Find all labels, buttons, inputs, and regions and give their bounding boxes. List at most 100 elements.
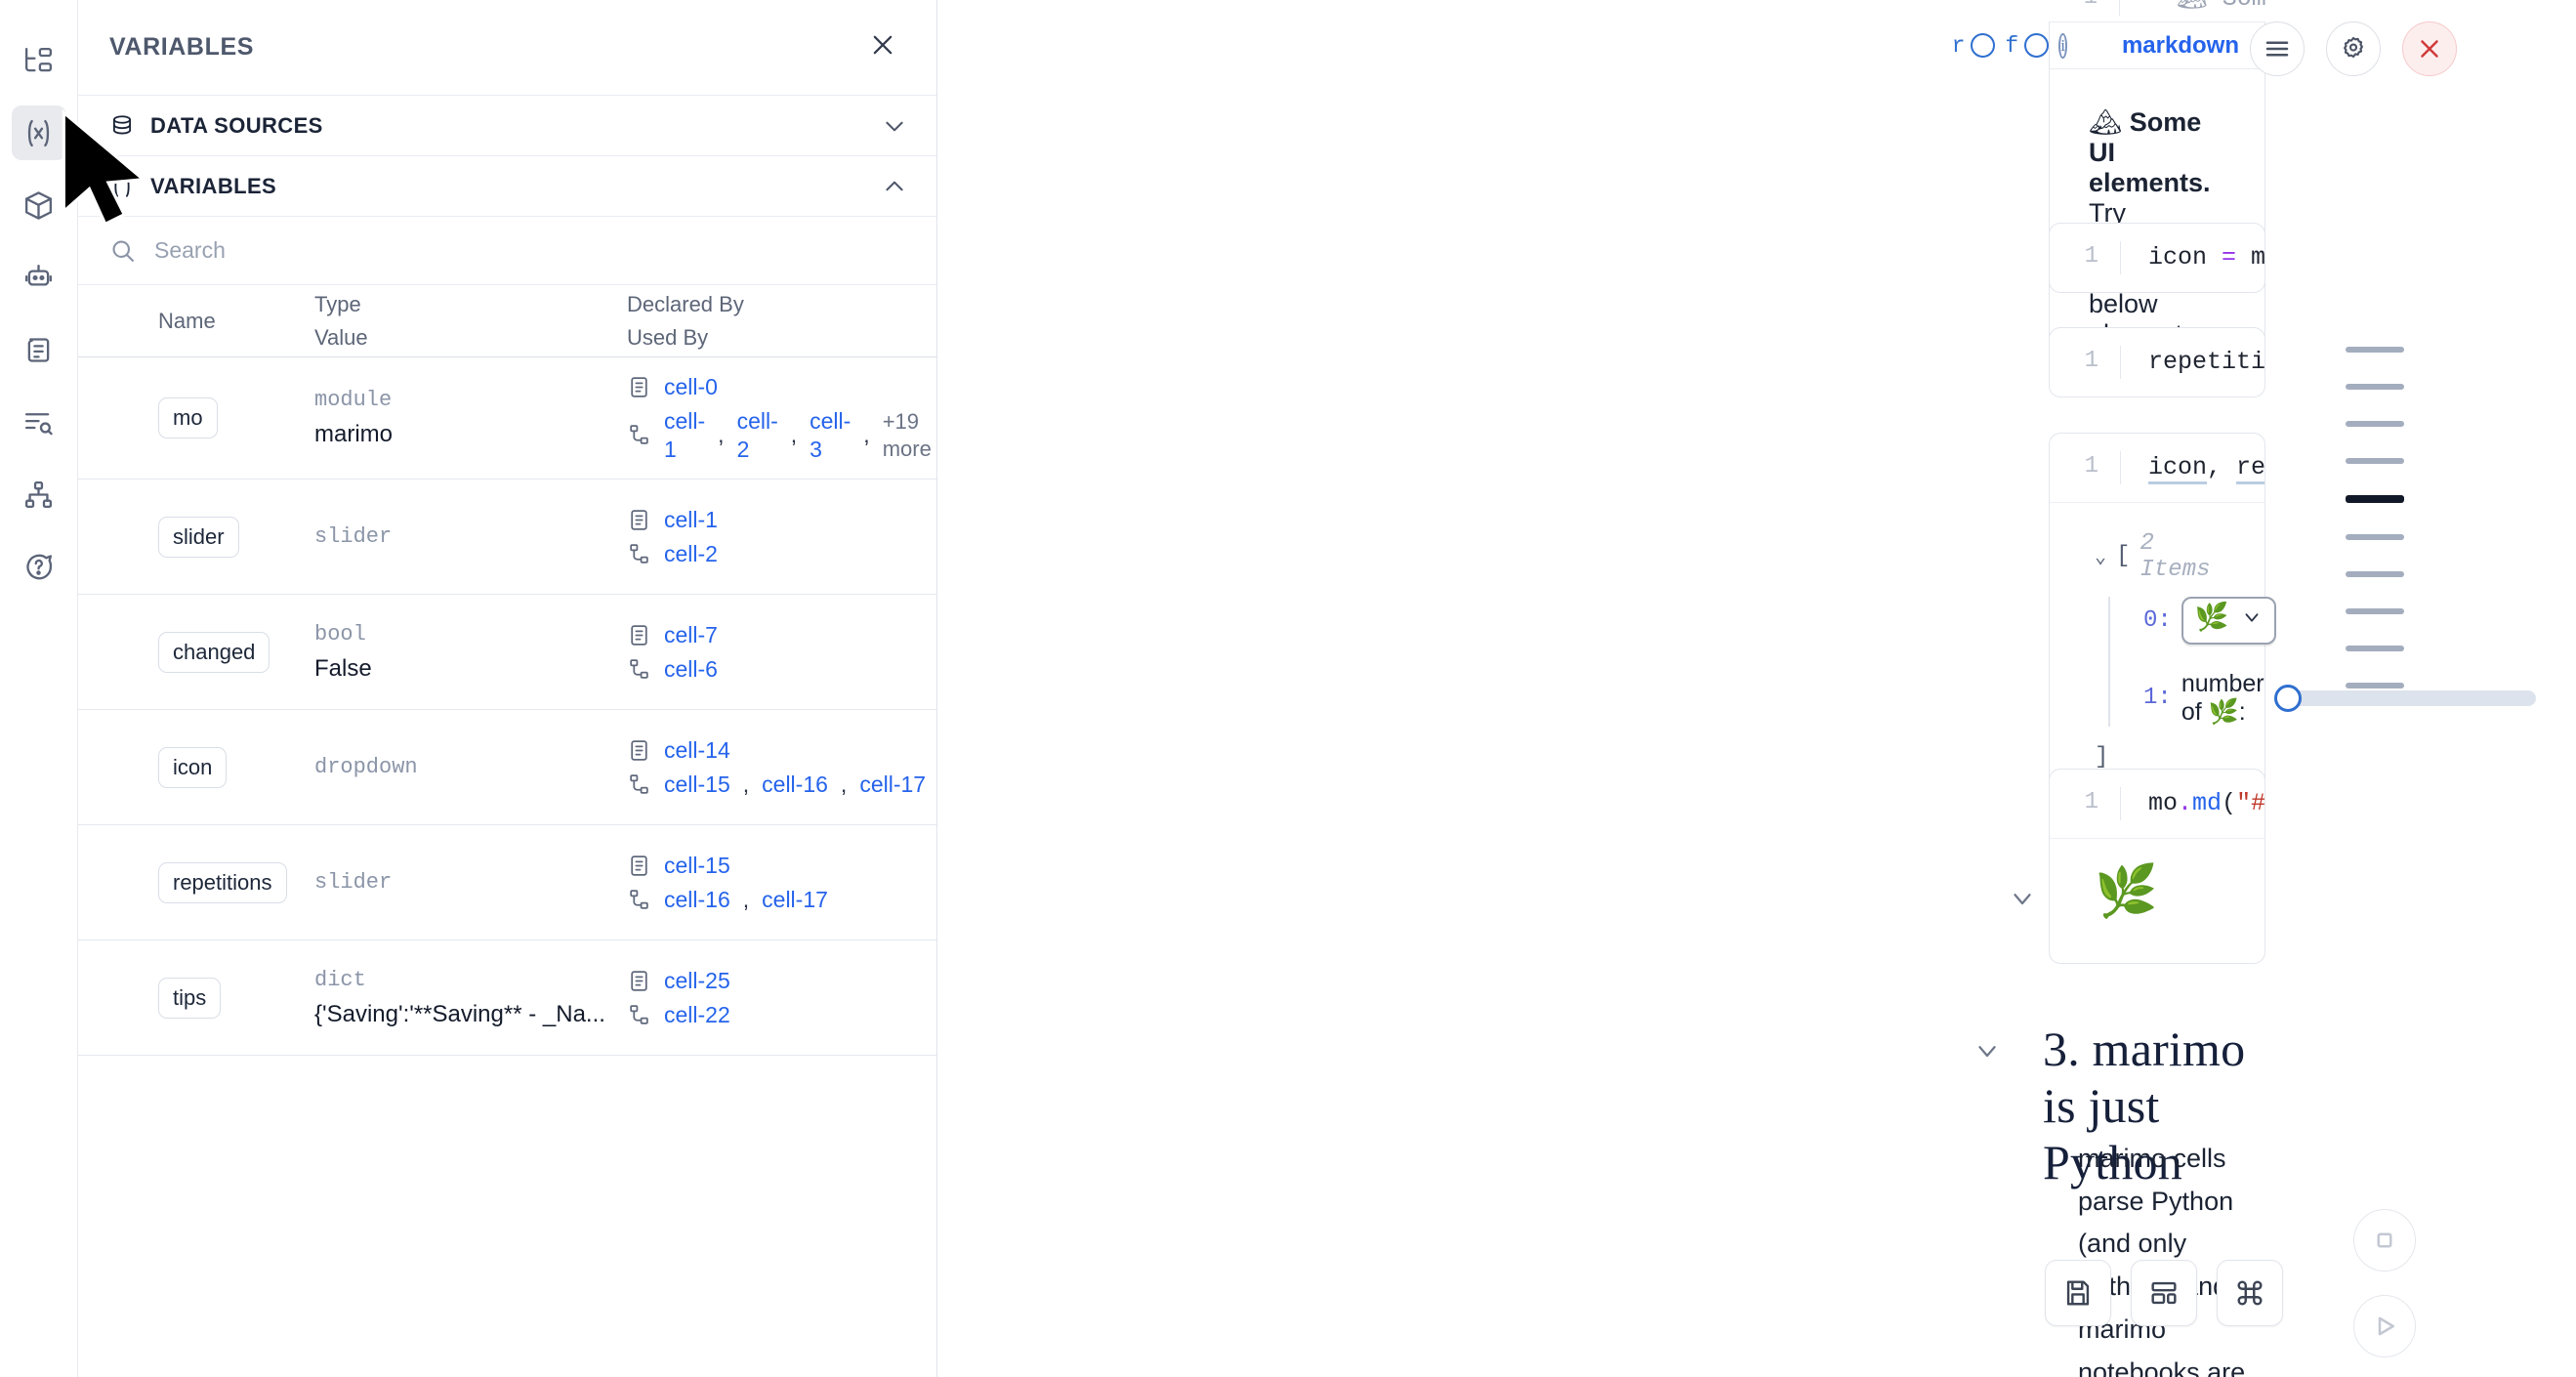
sidebar-item-variables[interactable]	[11, 105, 66, 160]
minimap-cell-marker[interactable]	[2346, 458, 2404, 464]
code-text[interactable]: icon, repetitions	[2120, 451, 2264, 484]
variable-name-cell: mo	[158, 397, 314, 439]
cell-link[interactable]: cell-2	[736, 407, 778, 462]
panel-close-button[interactable]	[860, 25, 905, 70]
variable-name-chip[interactable]: repetitions	[158, 861, 287, 903]
command-palette-button[interactable]	[2217, 1260, 2283, 1326]
minimap-cell-marker[interactable]	[2346, 495, 2404, 503]
sidebar-item-ai-assistant[interactable]	[12, 250, 66, 305]
icon-dropdown[interactable]: 🌿	[2181, 596, 2276, 645]
cell-link[interactable]: cell-2	[664, 540, 718, 566]
repetitions-slider[interactable]	[2273, 684, 2536, 712]
sidebar-item-help[interactable]	[12, 539, 66, 594]
sidebar-item-file-explorer[interactable]	[12, 33, 66, 88]
minimap-cell-marker[interactable]	[2346, 534, 2404, 540]
code-text[interactable]: ""🏔 Some UI elements."" Try interacting …	[2119, 0, 2265, 16]
minimap-cell-marker[interactable]	[2346, 646, 2404, 651]
used-by-row: cell-22	[627, 1001, 936, 1029]
variable-value: {'Saving':'**Saving** - _Na...	[314, 1000, 605, 1027]
run-button[interactable]	[2353, 1295, 2416, 1357]
variable-refs-cell: cell-25 cell-22	[627, 967, 936, 1029]
minimap-cell-marker[interactable]	[2346, 347, 2404, 353]
cell-fold-toggle-md[interactable]	[2008, 884, 2037, 913]
cell-link[interactable]: cell-16	[762, 771, 828, 797]
cell-link[interactable]: cell-0	[664, 374, 718, 399]
line-number: 1	[2084, 789, 2098, 815]
search-input[interactable]	[154, 237, 905, 264]
variable-name-chip[interactable]: tips	[158, 977, 222, 1019]
minimap-cell-marker[interactable]	[2346, 608, 2404, 614]
column-header-declared-by: Declared By	[627, 292, 744, 316]
run-icon	[2370, 1312, 2399, 1341]
minimap-cell-marker[interactable]	[2346, 421, 2404, 427]
cell-toggle-r[interactable]: r	[1952, 33, 1996, 59]
save-button[interactable]	[2045, 1260, 2111, 1326]
code-text[interactable]: icon = mo.ui.dropdown(["🌿", "🏔", "✨"], v…	[2120, 241, 2264, 274]
menu-button[interactable]	[2250, 21, 2305, 76]
minimap-cell-marker[interactable]	[2346, 683, 2404, 688]
slider-track[interactable]	[2291, 689, 2536, 706]
logs-icon	[22, 334, 55, 366]
help-icon	[22, 551, 55, 583]
cell-link[interactable]: cell-17	[859, 771, 927, 797]
notebook-area: 1 ""🏔 Some UI elements."" Try interactin…	[937, 0, 2576, 1377]
slider-knob[interactable]	[2273, 684, 2302, 712]
cell-link[interactable]: cell-22	[664, 1001, 730, 1027]
layout-button[interactable]	[2131, 1260, 2197, 1326]
code-text[interactable]: repetitions = mo.ui.slider(1, 16, label=…	[2120, 346, 2264, 379]
variable-refs-cell: cell-7 cell-6	[627, 621, 936, 684]
variables-search-row[interactable]	[78, 217, 936, 285]
cell-link[interactable]: cell-7	[664, 622, 718, 647]
close-session-button[interactable]	[2402, 21, 2457, 76]
variable-name-chip[interactable]: slider	[158, 516, 239, 558]
line-number: 1	[2049, 0, 2119, 14]
cell-link[interactable]: cell-1	[664, 407, 706, 462]
cell-link[interactable]: cell-6	[664, 655, 718, 682]
r-label: r	[1951, 32, 1966, 59]
cell-link[interactable]: cell-1	[664, 507, 718, 532]
cell-language-badge[interactable]: markdown	[2121, 31, 2239, 59]
sidebar-item-dependency-graph[interactable]	[12, 467, 66, 522]
panel-header: VARIABLES	[78, 0, 936, 96]
cell-link[interactable]: cell-3	[810, 407, 852, 462]
menu-icon	[2263, 34, 2292, 63]
variable-type: module	[314, 388, 393, 413]
section-data-sources[interactable]: DATA SOURCES	[78, 96, 936, 156]
cell-link[interactable]: cell-16	[664, 886, 730, 912]
used-by-icon	[627, 423, 651, 447]
code-text[interactable]: mo.md("# " + icon.value * repetitions.va…	[2120, 787, 2264, 820]
chevron-down-icon[interactable]	[1973, 1036, 2002, 1065]
variable-name-chip[interactable]: icon	[158, 746, 228, 788]
interrupt-button[interactable]	[2353, 1209, 2416, 1272]
column-header-used-by: Used By	[627, 324, 709, 350]
cell-link[interactable]: cell-17	[762, 886, 828, 912]
cell-toggle-f[interactable]: f	[2005, 32, 2050, 59]
cell-link[interactable]: cell-15	[664, 771, 730, 797]
variable-name-chip[interactable]: changed	[158, 631, 270, 673]
variable-name-chip[interactable]: mo	[158, 397, 218, 439]
declared-by-row: cell-25	[627, 967, 936, 995]
info-icon[interactable]: i	[2058, 32, 2067, 59]
collapse-caret-icon[interactable]: ⌄	[2095, 546, 2107, 569]
settings-button[interactable]	[2326, 21, 2381, 76]
minimap-cell-marker[interactable]	[2346, 384, 2404, 390]
sidebar-item-packages[interactable]	[12, 178, 66, 232]
f-label: f	[2005, 32, 2019, 59]
used-by-more[interactable]: +19 more	[882, 409, 932, 461]
cell-minimap[interactable]	[2346, 347, 2404, 688]
cell-link[interactable]: cell-25	[664, 968, 730, 993]
sidebar-item-outline[interactable]	[12, 395, 66, 449]
chevron-down-icon	[2241, 606, 2263, 635]
cell-link[interactable]: cell-14	[664, 737, 730, 763]
minimap-cell-marker[interactable]	[2346, 571, 2404, 577]
sidebar-item-logs[interactable]	[12, 322, 66, 377]
cell-link[interactable]: cell-15	[664, 853, 730, 878]
section-variables[interactable]: VARIABLES	[78, 156, 936, 217]
